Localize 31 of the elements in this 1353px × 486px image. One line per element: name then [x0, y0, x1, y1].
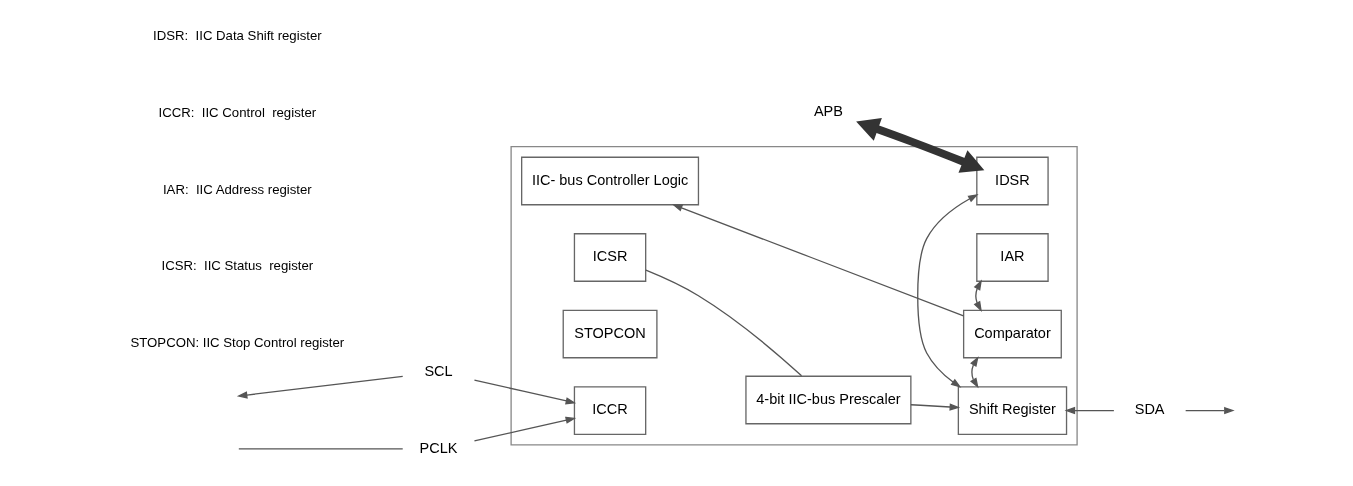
label: STOPCON: IIC Stop Control register [130, 334, 345, 350]
node-box: STOPCON [562, 309, 658, 359]
node-text: SDA [1134, 401, 1165, 418]
arrow [473, 379, 577, 405]
node-text: PCLK [419, 439, 458, 456]
arrow [671, 204, 965, 317]
label: ICCR: IIC Control register [158, 105, 317, 121]
connector [645, 269, 803, 377]
arrow [1064, 406, 1115, 415]
node-box: ICSR [573, 233, 647, 282]
arrow [236, 375, 404, 399]
node-box: IAR [976, 233, 1049, 282]
node-box: ICCR [573, 386, 647, 435]
node-box: Comparator [962, 309, 1062, 359]
node-text: APB [813, 103, 843, 120]
connector [238, 448, 404, 450]
arrow [1185, 406, 1235, 415]
node-box: IDSR [976, 156, 1049, 206]
arrow [973, 279, 982, 312]
label: ICSR: IIC Status register [161, 258, 314, 274]
node-box: 4-bit IIC-bus Prescaler [745, 375, 912, 425]
label: IAR: IIC Address register [162, 181, 312, 197]
node-box: IIC- bus Controller Logic [521, 156, 700, 206]
node-text: SCL [424, 362, 453, 379]
arrow [910, 403, 961, 411]
arrow [917, 194, 979, 388]
arrow [970, 356, 979, 389]
node-box: Shift Register [957, 386, 1068, 435]
label: IDSR: IIC Data Shift register [153, 28, 322, 44]
arrow [473, 416, 577, 442]
arrow [856, 117, 985, 173]
